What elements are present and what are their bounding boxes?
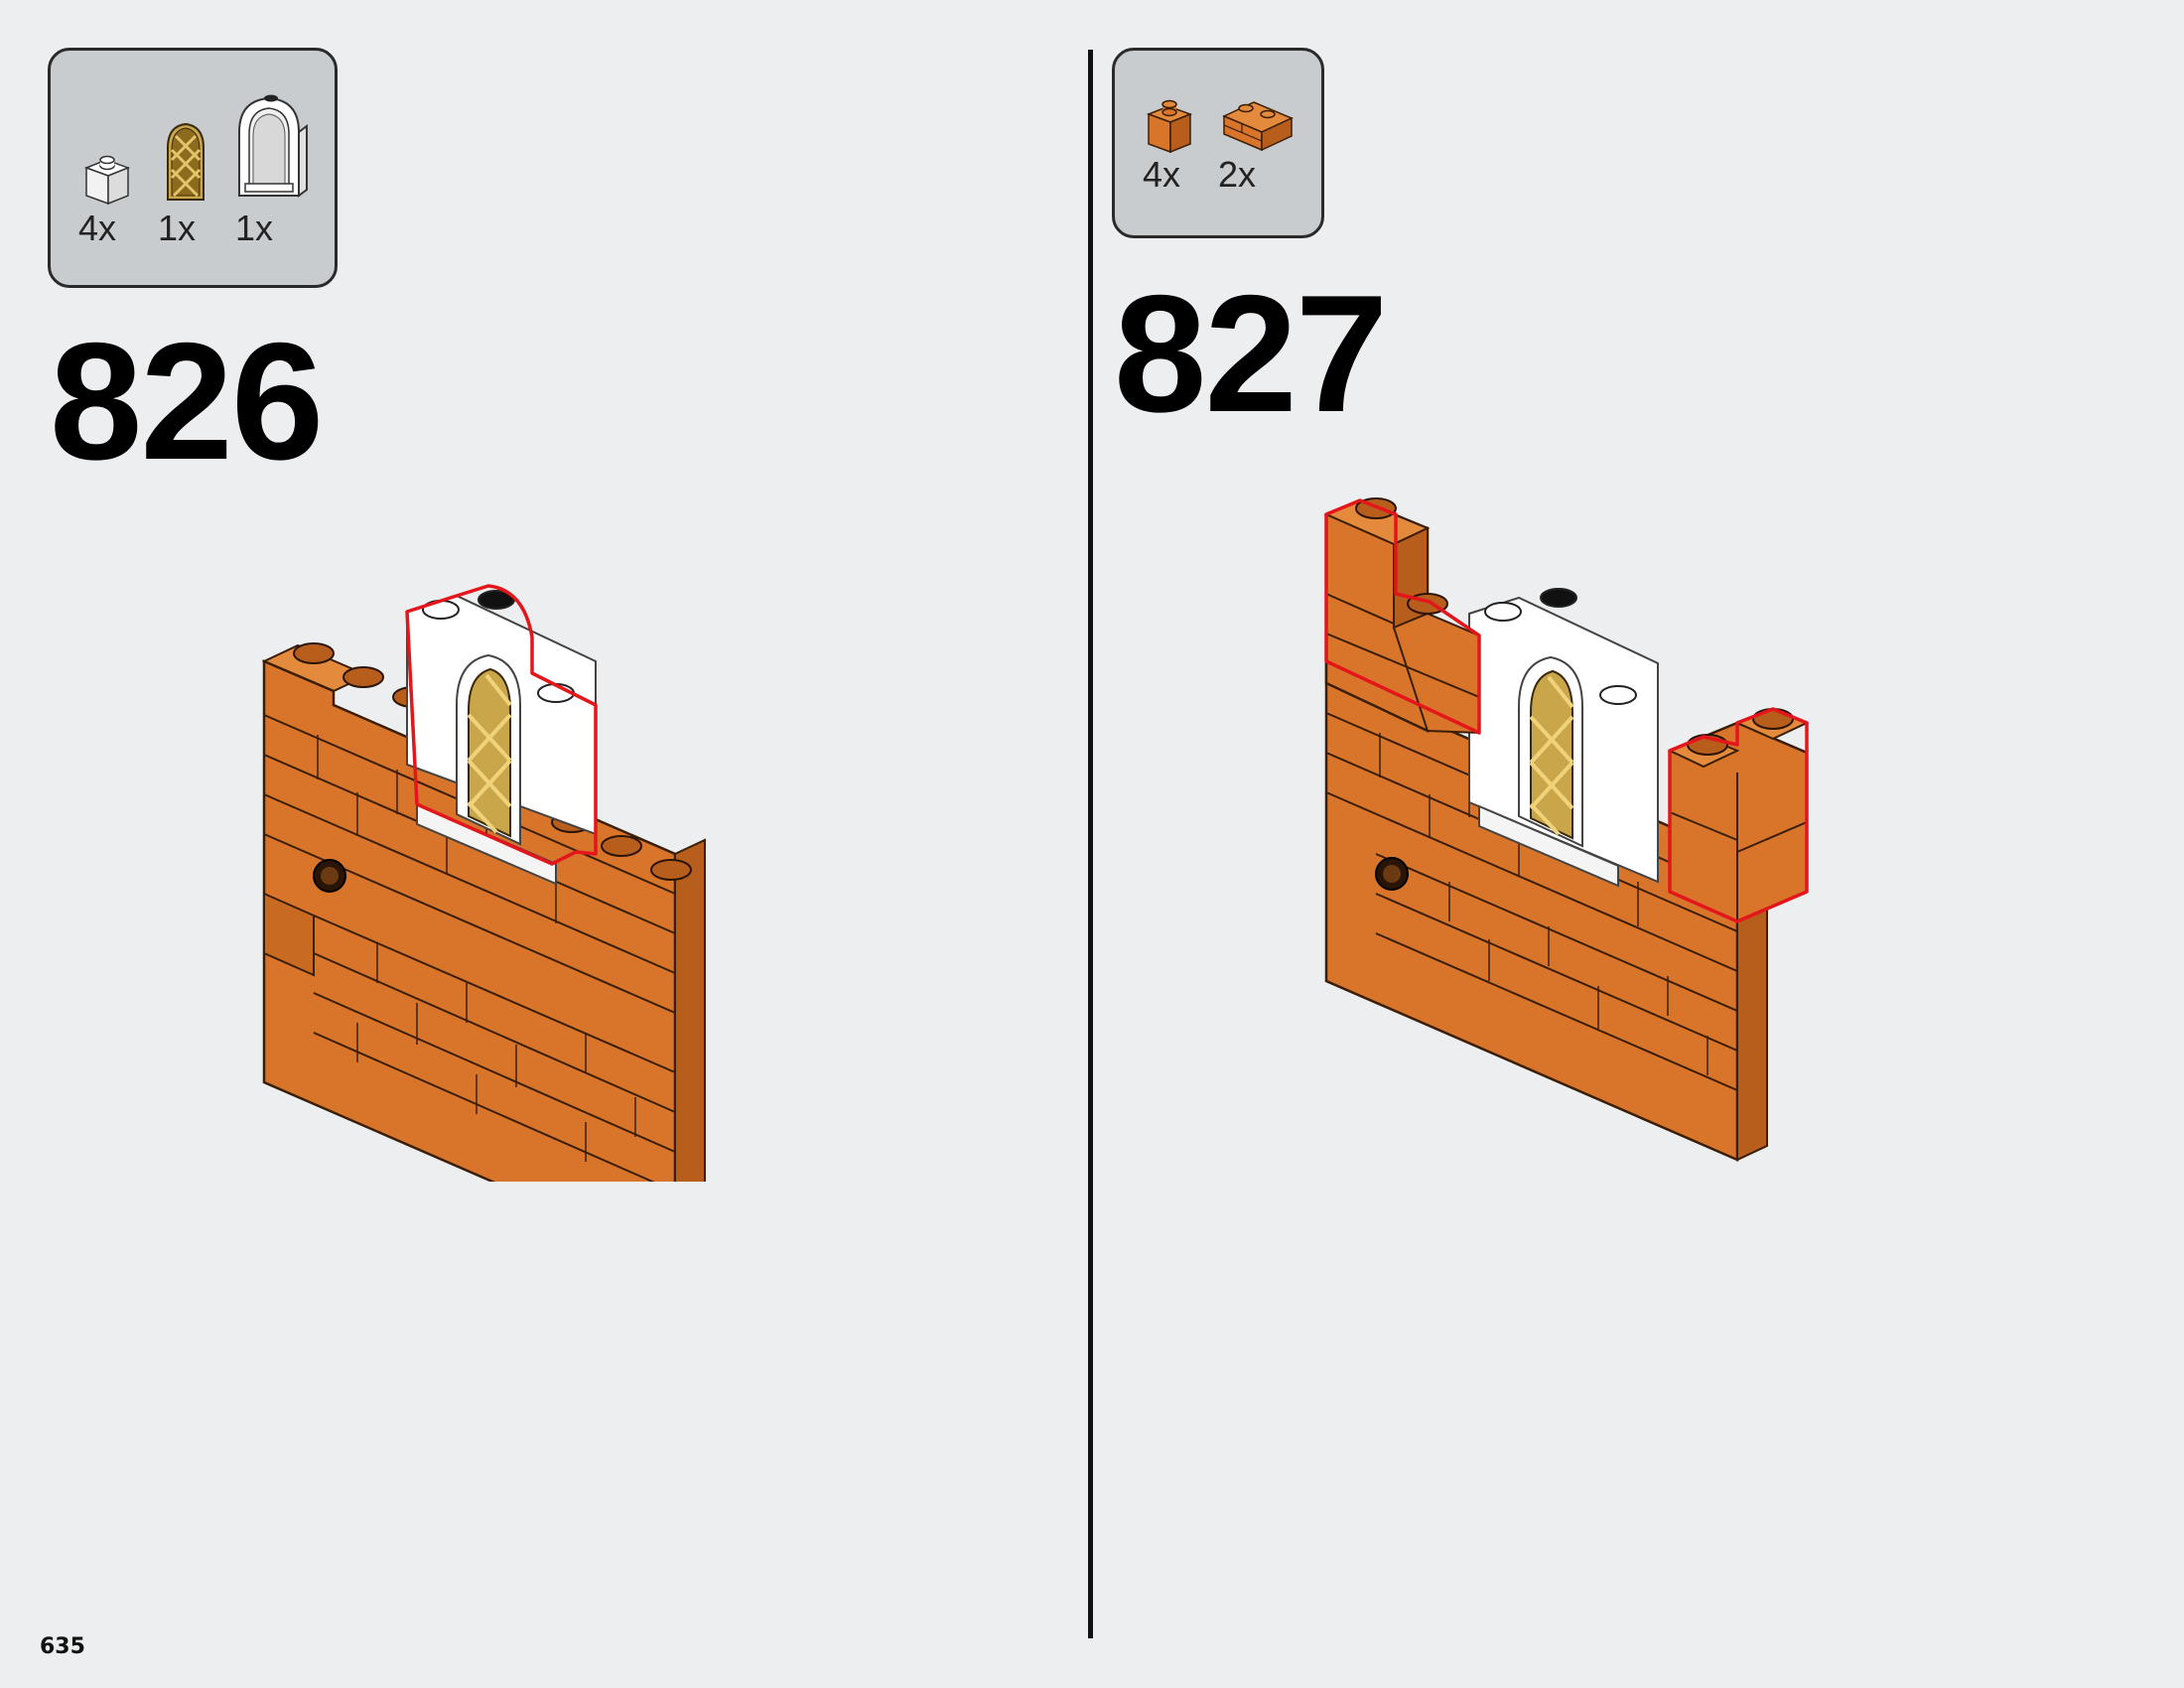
- step-divider: [1088, 50, 1093, 1638]
- page-number: 635: [40, 1634, 85, 1659]
- part-qty: 1x: [158, 208, 197, 248]
- assembly-model-step-827: [1320, 485, 1876, 1185]
- white-brick-1x1-icon: [82, 150, 132, 206]
- white-arched-window-frame-icon: [233, 92, 313, 204]
- part-qty: 1x: [235, 208, 274, 248]
- part-qty: 4x: [78, 208, 117, 248]
- gold-lattice-window-pane-icon: [162, 120, 209, 204]
- step-number: 826: [50, 308, 324, 494]
- parts-callout-step-827: 4x 2x: [1112, 48, 1324, 238]
- part-qty: 4x: [1143, 154, 1181, 195]
- assembly-model-step-826: [258, 566, 814, 1263]
- step-number: 827: [1114, 260, 1388, 447]
- parts-callout-step-826: 4x 1x 1x: [48, 48, 338, 288]
- part-qty: 2x: [1218, 154, 1257, 195]
- orange-masonry-brick-1x2-icon: [1220, 92, 1296, 154]
- orange-brick-1x1-icon: [1145, 96, 1194, 156]
